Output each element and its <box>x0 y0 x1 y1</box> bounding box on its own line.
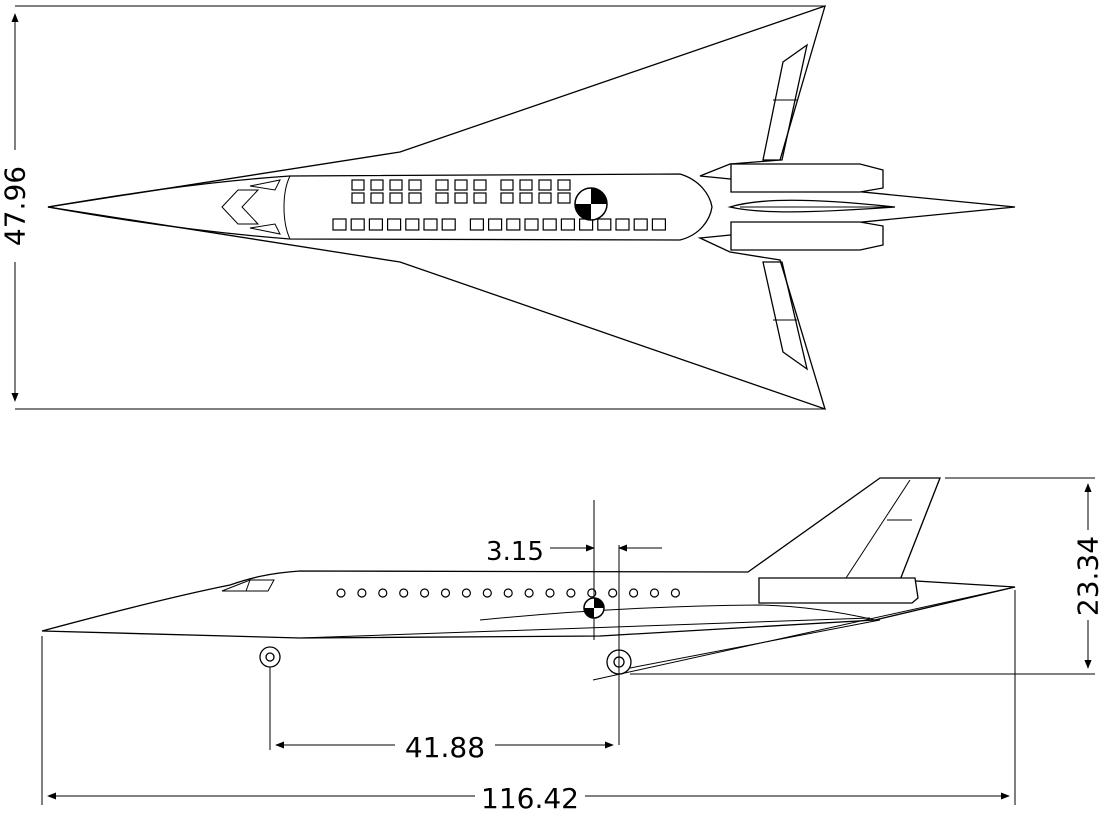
top-view-window <box>351 192 365 204</box>
cockpit-side-window-upper <box>249 179 281 191</box>
rudder-hinge <box>845 479 911 579</box>
top-view-window <box>538 192 552 204</box>
top-view: 47.96 <box>0 4 1016 411</box>
top-view-lower-windows <box>332 218 667 231</box>
top-view-window <box>350 218 365 231</box>
wheelbase-dimension-label: 41.88 <box>405 731 485 764</box>
fuselage-outline <box>47 173 713 241</box>
top-view-window <box>597 218 612 231</box>
top-view-window <box>408 192 422 204</box>
side-porthole <box>628 588 639 598</box>
top-view-window <box>557 179 571 191</box>
upper-elevon <box>762 43 808 161</box>
side-porthole <box>378 588 388 598</box>
lower-engine-nacelle <box>730 221 884 251</box>
side-view-portholes <box>336 588 681 598</box>
side-porthole <box>357 588 367 598</box>
side-porthole <box>440 588 451 598</box>
top-view-window <box>454 179 468 191</box>
side-porthole <box>461 588 471 598</box>
cockpit-windshield <box>221 189 260 225</box>
cockpit-side-window-lower <box>249 223 281 235</box>
top-view-window <box>370 179 384 191</box>
top-view-upper-windows <box>351 179 571 204</box>
lower-elevon <box>762 261 809 371</box>
side-porthole <box>420 588 430 598</box>
top-view-window <box>473 192 487 204</box>
top-view-window <box>454 192 468 204</box>
side-porthole <box>649 588 660 598</box>
side-porthole <box>503 588 513 598</box>
top-view-window <box>469 218 484 231</box>
top-view-window <box>473 179 487 191</box>
height-dimension-label: 23.34 <box>1072 536 1105 616</box>
top-view-window <box>519 179 533 191</box>
side-engine-nacelle <box>758 577 919 604</box>
cg-offset-dimension-label: 3.15 <box>486 537 544 567</box>
top-view-window <box>332 218 347 231</box>
cg-symbol-side-view <box>583 500 605 640</box>
rudder-trailing-edge <box>899 477 941 581</box>
side-porthole <box>336 588 346 598</box>
side-porthole <box>482 588 492 598</box>
top-view-window <box>560 218 576 231</box>
top-view-window <box>389 192 403 204</box>
side-porthole <box>545 588 555 598</box>
length-dimension-label: 116.42 <box>481 782 579 811</box>
top-view-window <box>405 218 420 231</box>
upper-engine-nacelle <box>730 163 884 193</box>
side-porthole <box>566 588 576 598</box>
top-view-window <box>500 192 514 204</box>
side-view: 3.15 23.34 41.88 116.42 <box>41 477 1105 815</box>
side-porthole <box>608 588 618 598</box>
top-view-window <box>435 179 449 191</box>
top-view-window <box>506 218 521 231</box>
cg-symbol-top-view <box>574 187 608 221</box>
nose-landing-gear <box>259 646 281 668</box>
wing-root-fairing <box>479 604 876 621</box>
top-view-window <box>651 218 667 231</box>
top-view-window <box>423 218 438 231</box>
top-view-window <box>542 218 557 231</box>
top-view-window <box>615 218 630 231</box>
wing-planform <box>47 4 1016 411</box>
side-porthole <box>524 588 534 598</box>
delta-wing-lower-surface <box>592 586 1016 681</box>
top-view-window <box>500 179 514 191</box>
top-view-window <box>387 218 402 231</box>
top-view-window <box>557 192 571 204</box>
top-view-window <box>538 179 552 191</box>
top-view-window <box>524 218 539 231</box>
top-view-window <box>370 192 384 204</box>
vertical-tail-top-view <box>727 199 896 213</box>
top-view-window <box>488 218 503 231</box>
wing-lower-edge <box>299 617 871 639</box>
top-view-window <box>633 218 648 231</box>
top-view-window <box>368 218 383 231</box>
side-cockpit-window <box>221 579 275 592</box>
top-view-window <box>408 179 422 191</box>
top-view-window <box>351 179 365 191</box>
side-porthole <box>670 588 681 598</box>
side-cockpit-window-divider <box>245 579 251 592</box>
side-porthole <box>587 588 597 598</box>
wingspan-dimension-label: 47.96 <box>0 166 32 246</box>
top-view-window <box>389 179 403 191</box>
top-view-window <box>441 218 456 231</box>
delta-wing-underside <box>629 619 881 669</box>
top-view-window <box>435 192 449 204</box>
top-view-window <box>519 192 533 204</box>
cockpit-bulkhead <box>283 175 291 240</box>
side-porthole <box>399 588 409 598</box>
